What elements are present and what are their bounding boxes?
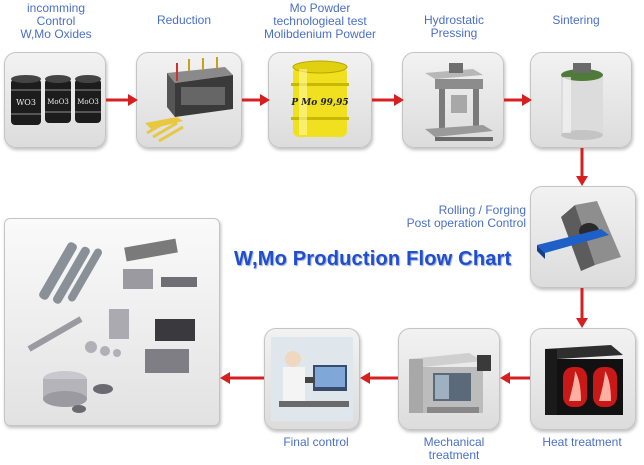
- drum-label: MoO3: [47, 98, 69, 106]
- drum-label: WO3: [16, 98, 36, 107]
- heat-furnace-icon: [545, 345, 623, 415]
- barrel-label: P Mo 99,95: [290, 98, 348, 108]
- furnace-line-icon: [145, 57, 233, 143]
- arrow-mechanical-to-final: [360, 372, 398, 384]
- step-box-heat-treatment: [530, 328, 636, 430]
- arrow-oxides-to-reduction: [106, 94, 138, 106]
- arrow-pressing-to-sintering: [504, 94, 532, 106]
- drum-label: MoO3: [77, 98, 99, 106]
- step-label-final-control: Final control: [283, 435, 349, 449]
- drums-icon: WO3 MoO3 MoO3: [11, 75, 101, 125]
- step-box-rolling-forging: [530, 186, 636, 288]
- step-box-sintering: [530, 52, 632, 148]
- arrow-rolling-to-heat: [576, 288, 588, 328]
- step-box-reduction: [136, 52, 242, 148]
- rolling-mill-icon: [537, 201, 621, 271]
- press-icon: [425, 63, 493, 141]
- powder-barrel-icon: P Mo 99,95: [290, 60, 349, 137]
- arrow-heat-to-mechanical: [500, 372, 530, 384]
- chart-title: W,Mo Production Flow Chart: [234, 248, 512, 270]
- step-label-sintering: Sintering: [552, 13, 600, 27]
- sintering-furnace-icon: [561, 63, 603, 140]
- inspection-icon: [271, 337, 353, 421]
- arrow-powder-to-pressing: [372, 94, 404, 106]
- cnc-machine-icon: [409, 353, 491, 413]
- step-box-oxides: WO3 MoO3 MoO3: [4, 52, 106, 148]
- step-box-hydrostatic-pressing: [402, 52, 504, 148]
- arrow-sintering-to-rolling: [576, 148, 588, 186]
- step-label-reduction: Reduction: [156, 13, 212, 27]
- arrow-final-to-products: [220, 372, 264, 384]
- step-box-mechanical-treatment: [398, 328, 500, 430]
- step-box-mo-powder: P Mo 99,95: [268, 52, 372, 148]
- step-box-final-control: [264, 328, 360, 430]
- tungsten-molybdenum-products-icon: [27, 238, 197, 413]
- products-box: [4, 218, 220, 426]
- step-label-heat-treatment: Heat treatment: [542, 435, 622, 449]
- arrow-reduction-to-powder: [242, 94, 270, 106]
